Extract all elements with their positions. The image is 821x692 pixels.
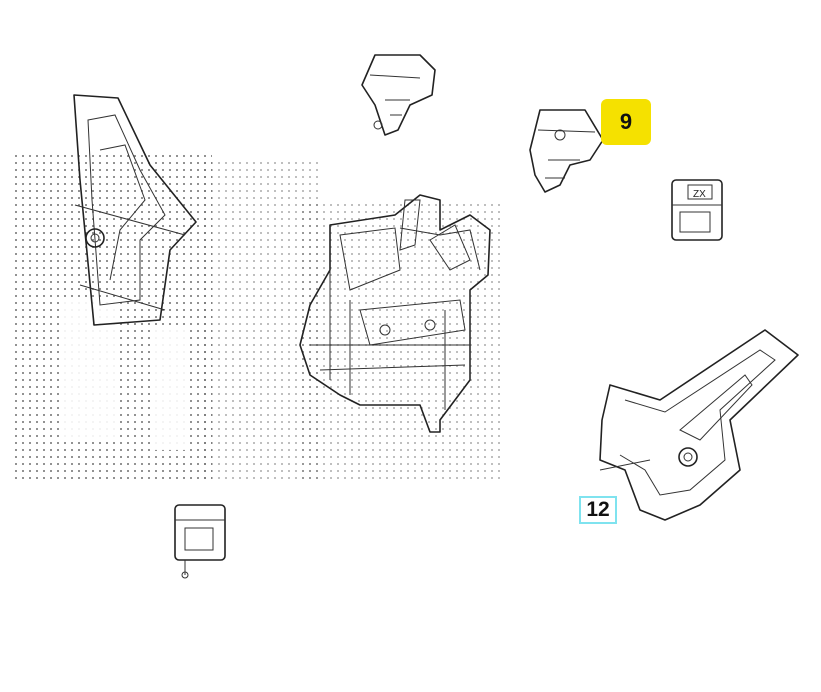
callout-label-9: 9 <box>619 109 633 134</box>
dotted-watermark-background <box>12 150 500 480</box>
callout-9-highlight <box>601 99 651 145</box>
right-small-mount-part <box>529 109 604 193</box>
top-small-mount-part <box>361 54 436 136</box>
central-frame-assembly <box>299 194 491 433</box>
svg-text:ZX: ZX <box>693 189 706 200</box>
right-side-bracket-part <box>599 329 799 521</box>
callout-label-12: 12 <box>579 496 617 524</box>
relay-box-part: ZX <box>671 179 723 241</box>
bottom-small-module-part <box>174 504 226 579</box>
left-side-bracket-part <box>73 94 197 326</box>
